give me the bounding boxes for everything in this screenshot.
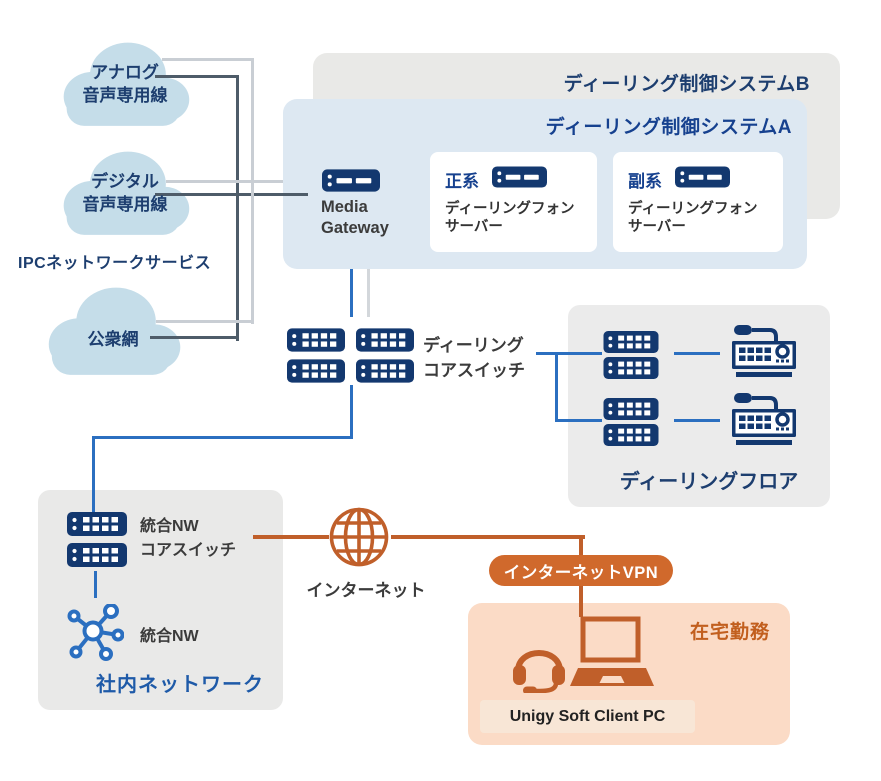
connector-analog-a <box>155 75 238 78</box>
connector-core-office-v <box>92 436 95 514</box>
network-switch-icon-floor-1 <box>602 331 660 353</box>
server-icon-secondary <box>675 166 730 188</box>
cloud-label-digital: デジタル 音声専用線 <box>82 172 168 214</box>
dealing-floor-title: ディーリングフロア <box>619 471 799 493</box>
connector-internet-vpn-h <box>391 535 585 539</box>
connector-bus-a <box>236 75 239 341</box>
server-icon-media-gateway <box>322 169 380 192</box>
primary-server-card: 正系 ディーリングフォン サーバー <box>430 152 597 252</box>
cloud-label-public: 公衆網 <box>87 330 139 349</box>
secondary-tag: 副系 <box>628 172 662 191</box>
network-switch-icon-floor-4 <box>602 424 660 446</box>
network-switch-icon-core-2 <box>356 328 414 352</box>
network-switch-icon-core-3 <box>287 359 345 383</box>
network-node-icon <box>66 604 124 662</box>
remote-work-title: 在宅勤務 <box>690 622 771 643</box>
connector-gateway-core-a <box>350 269 353 317</box>
connector-public-a <box>150 336 239 339</box>
server-icon-primary <box>492 166 547 188</box>
connector-core-down <box>350 385 353 438</box>
office-core-switch-label: 統合NW コアスイッチ <box>140 518 237 559</box>
connector-floor-phone-2 <box>674 419 720 422</box>
ipc-service-label: IPCネットワークサービス <box>18 255 212 272</box>
network-switch-icon-core-4 <box>356 359 414 383</box>
secondary-server-card: 副系 ディーリングフォン サーバー <box>613 152 783 252</box>
connector-office-internet <box>253 535 329 539</box>
system-a-title: ディーリング制御システムA <box>545 117 792 138</box>
headset-icon <box>510 635 568 693</box>
dealer-phone-icon-1 <box>726 323 802 377</box>
internet-globe-icon <box>328 506 390 568</box>
network-switch-icon-floor-2 <box>602 357 660 379</box>
cloud-label-analog: アナログ 音声専用線 <box>82 63 168 105</box>
primary-server-name: ディーリングフォン サーバー <box>445 201 575 235</box>
connector-analog-b <box>162 58 253 61</box>
media-gateway-label: Media Gateway <box>321 198 389 237</box>
laptop-icon <box>570 615 654 693</box>
network-switch-icon-floor-3 <box>602 398 660 420</box>
secondary-server-name: ディーリングフォン サーバー <box>628 201 758 235</box>
dealer-phone-icon-2 <box>726 391 802 445</box>
system-b-title: ディーリング制御システムB <box>563 74 810 95</box>
connector-digital-b <box>166 180 283 183</box>
connector-floor-phone-1 <box>674 352 720 355</box>
connector-core-floor-v <box>555 352 558 422</box>
connector-public-b <box>156 320 254 323</box>
office-network-title: 社内ネットワーク <box>96 674 264 696</box>
connector-digital-a <box>155 193 308 196</box>
primary-tag: 正系 <box>445 172 479 191</box>
network-switch-icon-core-1 <box>287 328 345 352</box>
internet-label: インターネット <box>306 581 426 600</box>
connector-core-office-h <box>92 436 353 439</box>
network-switch-icon-office-2 <box>66 543 128 567</box>
core-switch-label: ディーリング コアスイッチ <box>423 336 525 380</box>
connector-gateway-core-b <box>367 269 370 317</box>
connector-office-nw <box>94 571 97 598</box>
connector-core-floor-top <box>536 352 602 355</box>
connector-bus-b <box>251 58 254 324</box>
unigy-client-label: Unigy Soft Client PC <box>480 700 695 733</box>
network-switch-icon-office-1 <box>66 512 128 536</box>
office-nw-label: 統合NW <box>140 628 199 645</box>
connector-core-floor-bottom <box>555 419 602 422</box>
internet-vpn-badge: インターネットVPN <box>489 555 673 586</box>
